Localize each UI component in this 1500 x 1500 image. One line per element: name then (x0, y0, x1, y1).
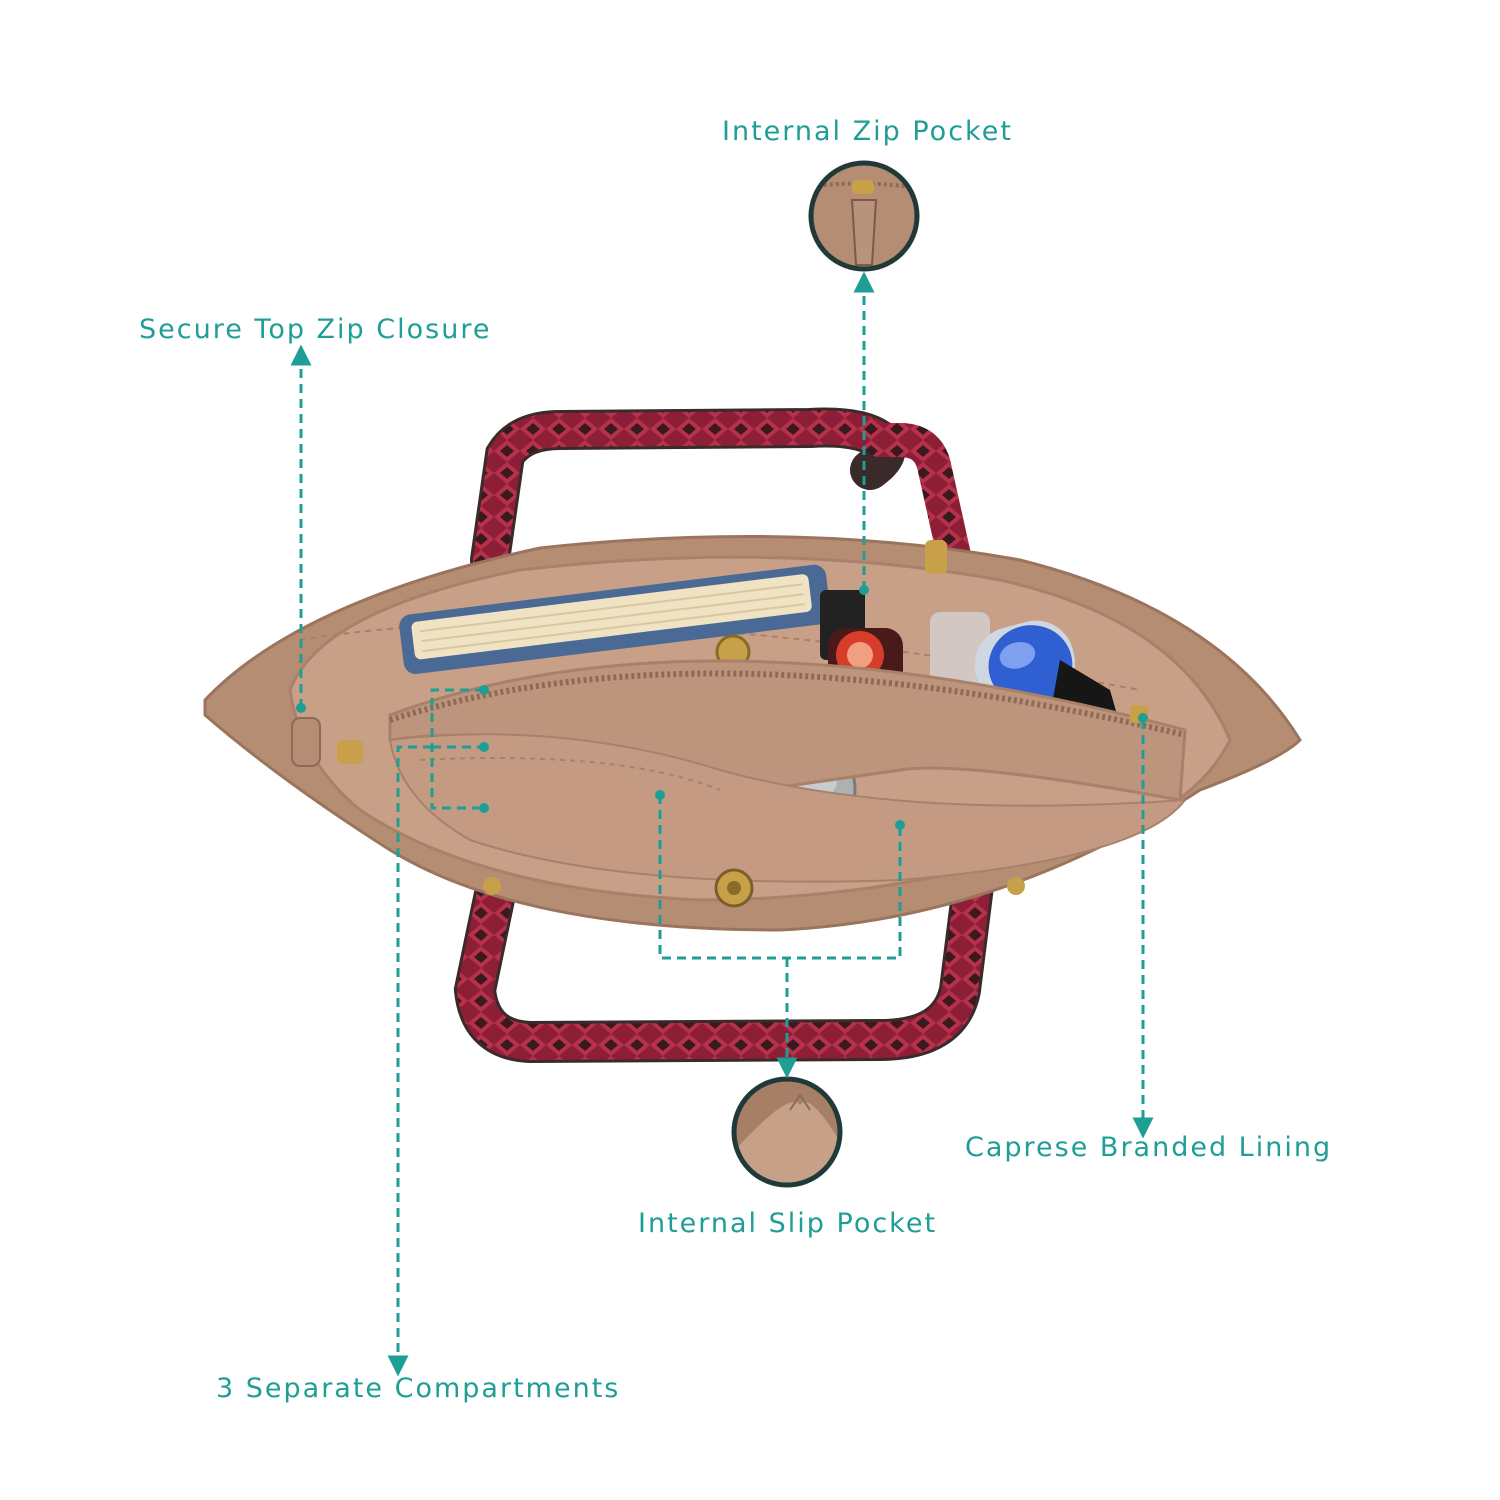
slip-pocket-detail (734, 1079, 840, 1185)
three-compartments-label: 3 Separate Compartments (216, 1373, 621, 1404)
branded-lining-label: Caprese Branded Lining (965, 1132, 1333, 1163)
compartments-connector (387, 745, 432, 1377)
slip-pocket-detail-ring (731, 1076, 843, 1188)
middle-zip-pocket (388, 659, 1188, 883)
connector-dots (296, 585, 1148, 830)
compartments-bracket (430, 688, 484, 810)
slip-pocket-bracket (658, 795, 902, 960)
internal-slip-pocket-label: Internal Slip Pocket (638, 1208, 938, 1239)
secure-top-zip-label: Secure Top Zip Closure (139, 314, 492, 345)
zip-pocket-detail (811, 163, 917, 269)
zip-pullers (291, 540, 1148, 908)
blue-bottle (974, 620, 1075, 707)
bottom-handle (453, 849, 996, 1064)
internal-zip-pocket-label: Internal Zip Pocket (722, 116, 1013, 147)
notebook (399, 564, 831, 674)
callout-connectors (290, 271, 1154, 1377)
zip-pocket-detail-ring (808, 160, 920, 272)
